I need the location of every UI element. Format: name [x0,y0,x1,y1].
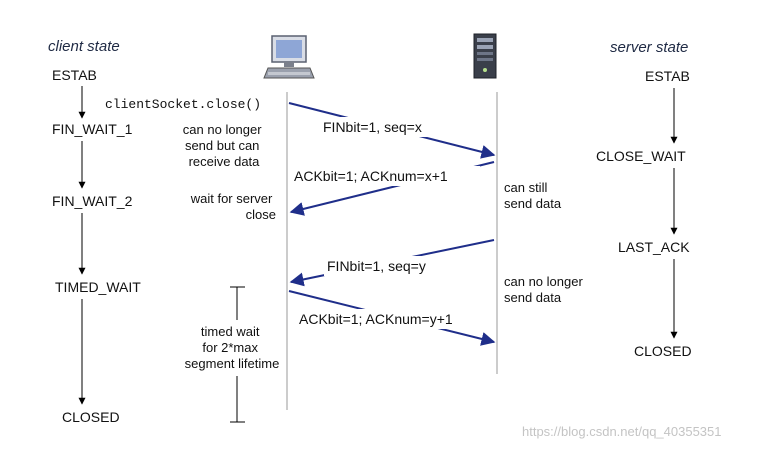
server-state-close-wait: CLOSE_WAIT [596,148,686,164]
desktop-computer-icon [263,35,315,79]
client-state-fin-wait-2: FIN_WAIT_2 [52,193,133,209]
server-state-header: server state [610,39,688,56]
note-no-longer-send-receive: can no longer send but can receive data [183,122,265,169]
ack-server-label: ACKbit=1; ACKnum=x+1 [294,168,448,184]
note-timed-wait: timed wait for 2*max segment lifetime [185,324,280,371]
client-state-closed: CLOSED [62,409,120,425]
server-state-closed: CLOSED [634,343,692,359]
label-backing [296,309,488,329]
timed-wait-bracket [230,286,245,423]
client-close-call: clientSocket.close() [105,97,261,112]
watermark-text: https://blog.csdn.net/qq_40355351 [522,424,722,439]
client-state-estab: ESTAB [52,67,97,83]
fin-client-label: FINbit=1, seq=x [323,119,422,135]
client-state-fin-wait-1: FIN_WAIT_1 [52,121,133,137]
client-state-timed-wait: TIMED_WAIT [55,279,141,295]
fin-server-label: FINbit=1, seq=y [327,258,426,274]
label-backing [292,166,480,186]
ack-client-label: ACKbit=1; ACKnum=y+1 [299,311,453,327]
label-backing [320,117,450,137]
server-state-estab: ESTAB [645,68,690,84]
label-backing [324,256,452,276]
note-can-still-send: can still send data [504,180,562,211]
client-state-header: client state [48,38,120,55]
server-tower-icon [473,33,497,79]
note-no-longer-send: can no longer send data [504,274,586,305]
server-state-last-ack: LAST_ACK [618,239,690,255]
note-wait-for-server-close: wait for server close [190,191,276,222]
